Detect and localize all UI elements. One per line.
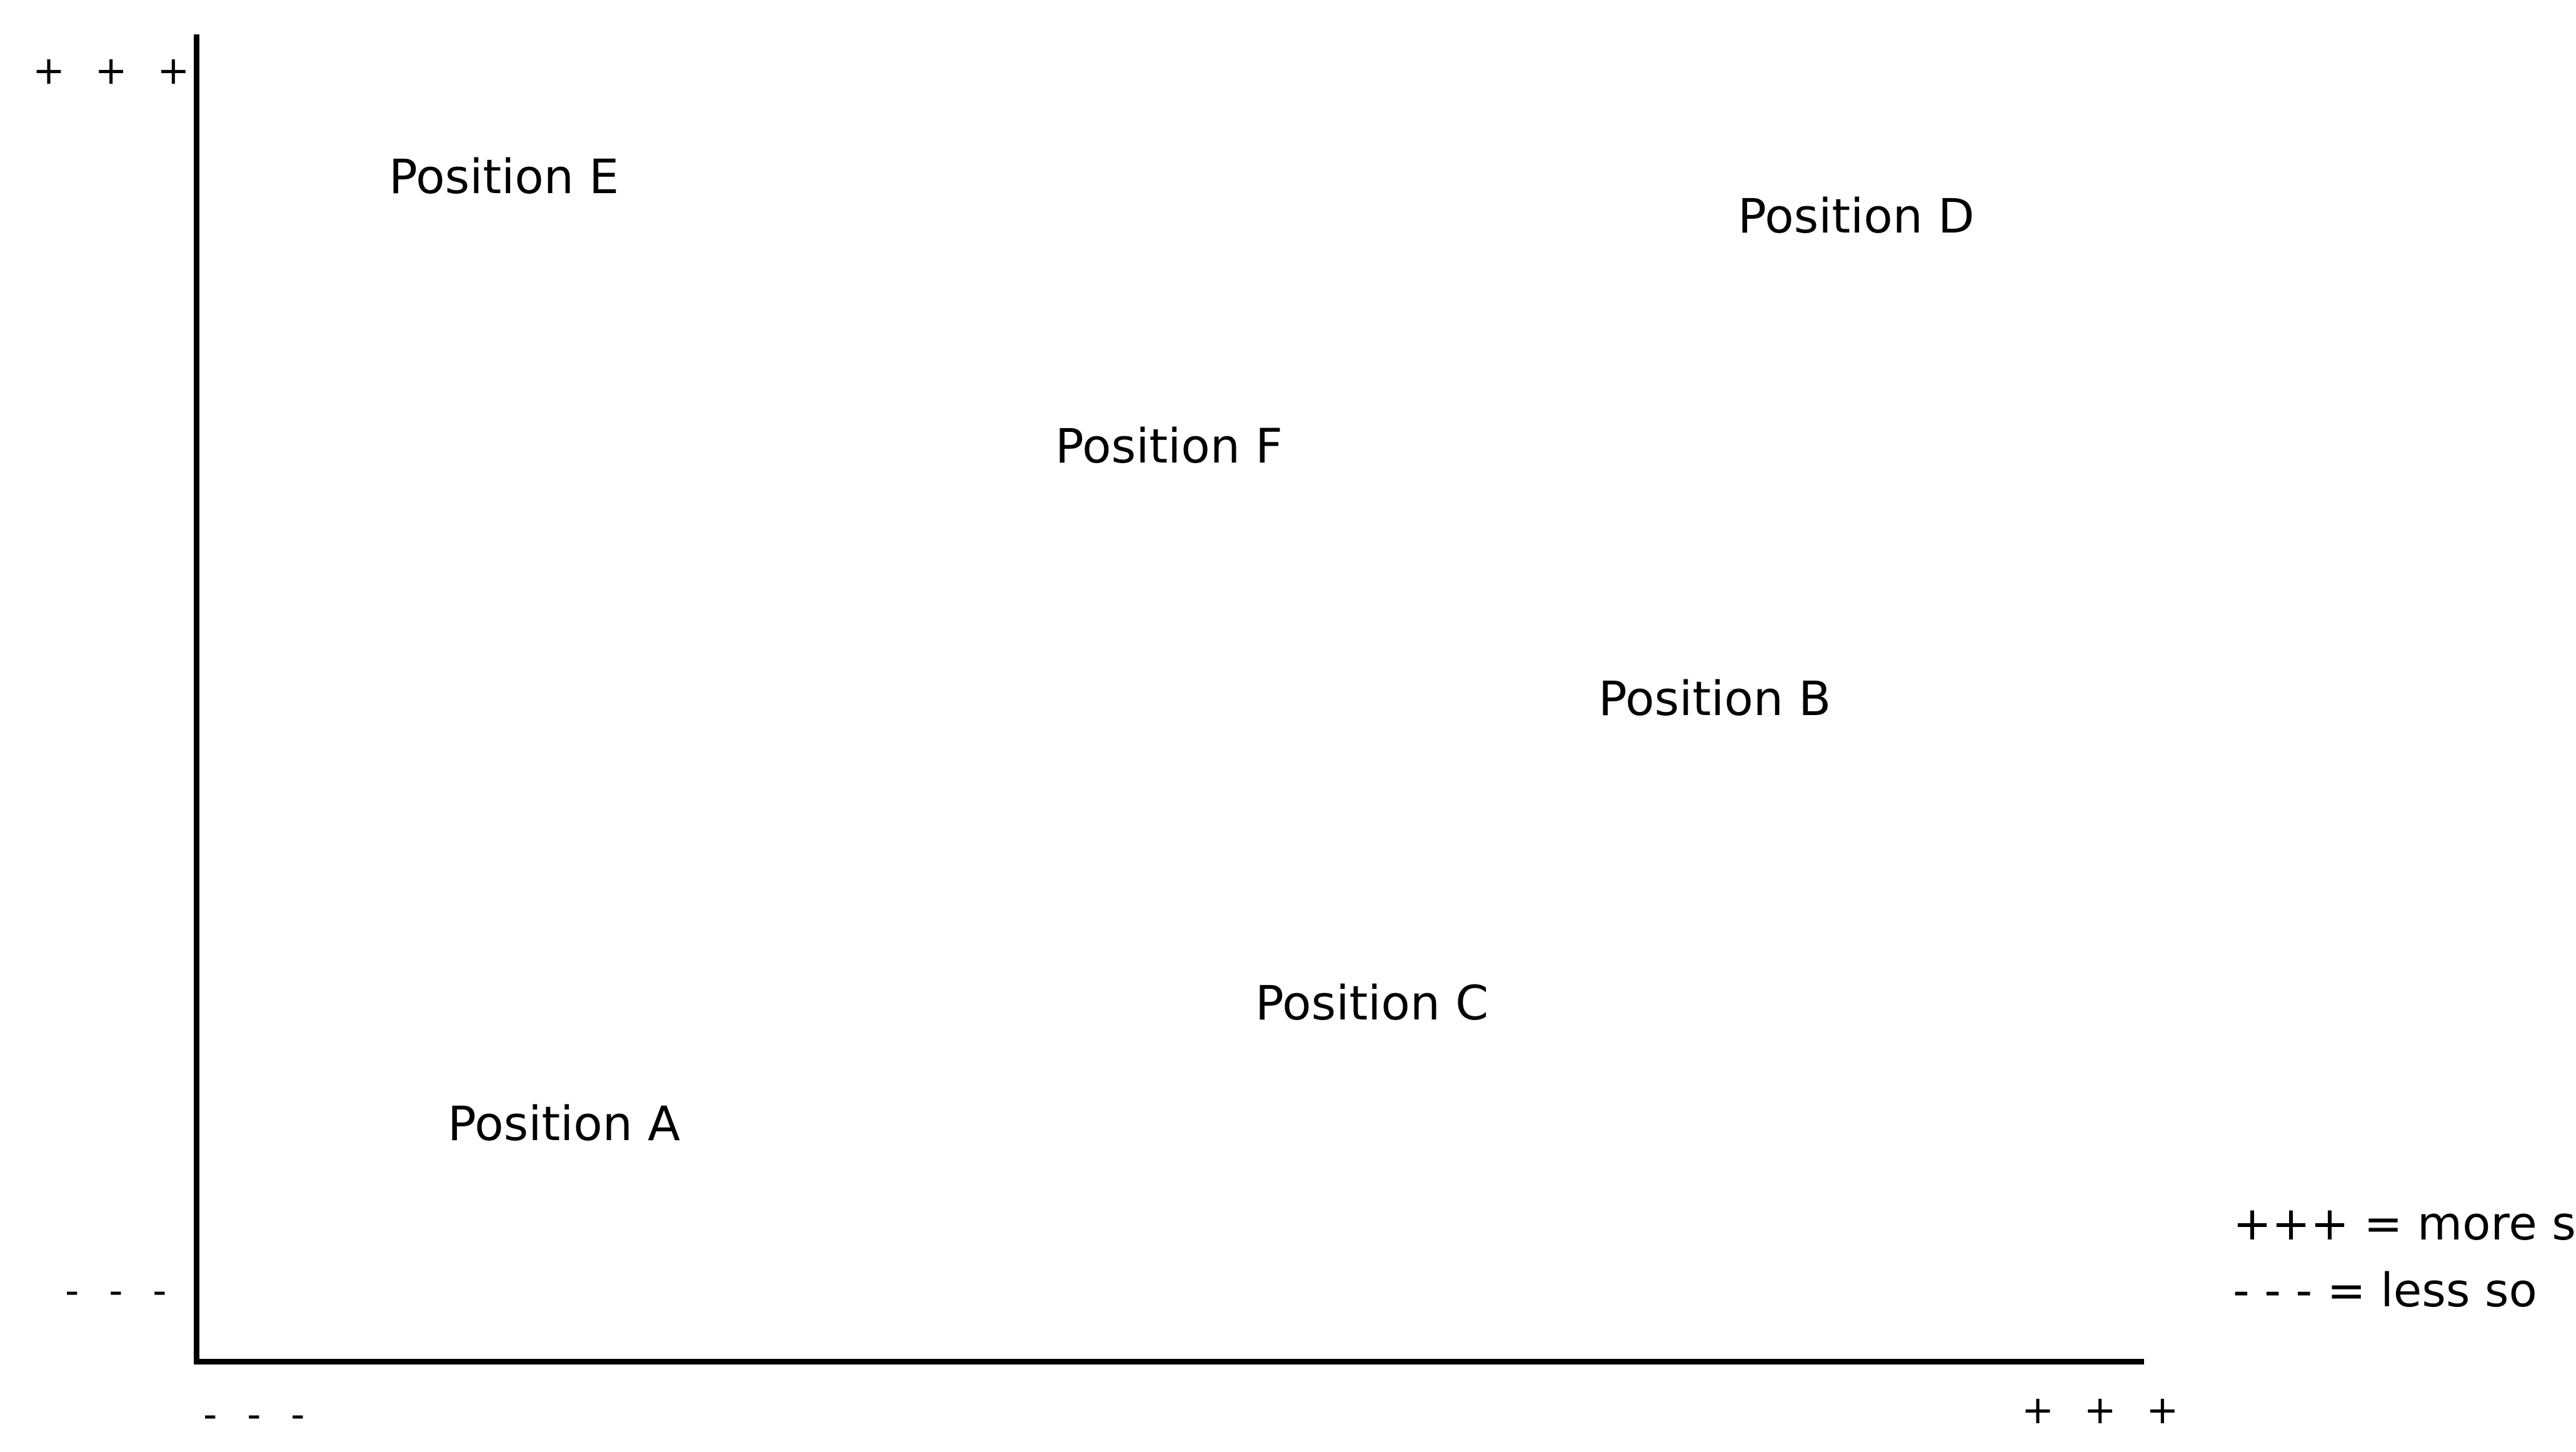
position-f-label: Position F: [1055, 418, 1283, 474]
x-axis-high-label: + + +: [2022, 1387, 2188, 1433]
y-axis-low-label: - - -: [65, 1268, 176, 1313]
legend-less-so: - - - = less so: [2233, 1264, 2537, 1318]
legend-more-so: +++ = more so: [2233, 1197, 2576, 1251]
y-axis-line: [194, 34, 199, 1364]
position-d-label: Position D: [1738, 188, 1975, 244]
position-e-label: Position E: [389, 149, 619, 204]
y-axis-high-label: + + +: [33, 48, 199, 93]
position-b-label: Position B: [1598, 671, 1832, 726]
x-axis-line: [194, 1359, 2144, 1364]
position-a-label: Position A: [448, 1096, 681, 1151]
position-c-label: Position C: [1255, 975, 1489, 1031]
x-axis-low-label: - - -: [203, 1391, 314, 1437]
